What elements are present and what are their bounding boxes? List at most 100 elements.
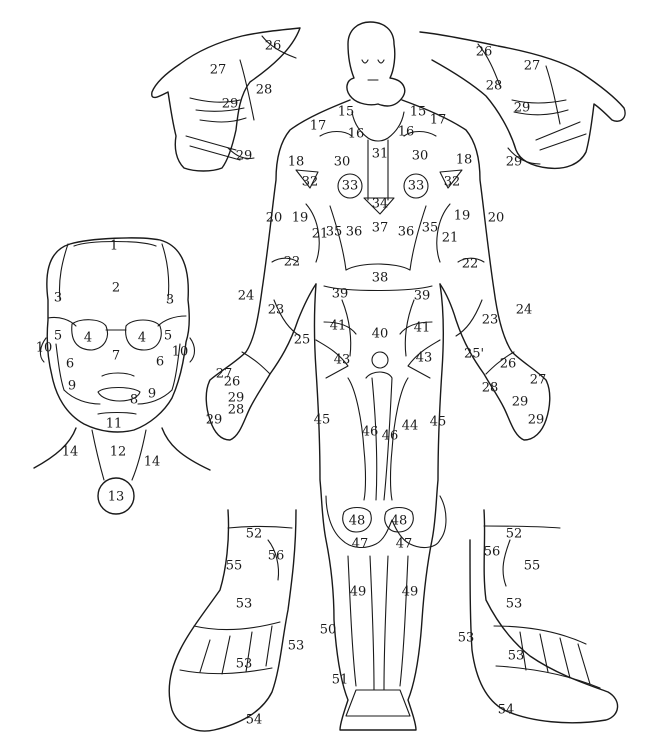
label-36-right: 36: [398, 225, 415, 240]
label-upper-hand-r-28: 28: [486, 79, 503, 94]
label-3-left: 3: [54, 291, 62, 306]
label-53-right-side: 53: [458, 631, 475, 646]
label-54-right: 54: [498, 703, 515, 718]
label-53-left-side: 53: [288, 639, 305, 654]
label-4-right: 4: [138, 331, 146, 346]
label-45-right: 45: [430, 415, 447, 430]
label-upper-hand-l-29: 29: [222, 97, 239, 112]
label-29-right: 29: [512, 395, 529, 410]
label-33-right: 33: [408, 179, 425, 194]
label-37: 37: [372, 221, 389, 236]
label-30-right: 30: [412, 149, 429, 164]
label-24-left: 24: [238, 289, 255, 304]
label-56-right: 56: [484, 545, 501, 560]
label-47-left: 47: [352, 537, 369, 552]
label-47-right: 47: [396, 537, 413, 552]
label-12: 12: [110, 445, 127, 460]
label-36-left: 36: [346, 225, 363, 240]
label-35-right: 35: [422, 221, 439, 236]
label-48-left: 48: [349, 514, 366, 529]
label-52-right: 52: [506, 527, 523, 542]
label-41-right: 41: [414, 321, 431, 336]
label-26-right: 26: [500, 357, 517, 372]
label-53-right-top: 53: [506, 597, 523, 612]
label-10-right: 10: [172, 345, 189, 360]
label-49-left: 49: [350, 585, 367, 600]
label-8: 8: [130, 393, 138, 408]
body-figure: [206, 22, 550, 730]
label-4-left: 4: [84, 331, 92, 346]
label-33-left: 33: [342, 179, 359, 194]
label-24-right: 24: [516, 303, 533, 318]
label-56-left: 56: [268, 549, 285, 564]
label-55-right: 55: [524, 559, 541, 574]
region-labels: 26 27 28 29 29 26 27 28 29 29 1 2 3 3 4 …: [36, 39, 547, 728]
label-52-left: 52: [246, 527, 263, 542]
label-34: 34: [372, 197, 389, 212]
label-31: 31: [372, 147, 389, 162]
label-45-left: 45: [314, 413, 331, 428]
label-7: 7: [112, 349, 120, 364]
label-53-left-top: 53: [236, 597, 253, 612]
label-39-left: 39: [332, 287, 349, 302]
label-27-left: 27: [216, 367, 233, 382]
label-22-right: 22: [462, 257, 479, 272]
label-29-fingers-left: 29: [206, 413, 223, 428]
label-53-right-mid: 53: [508, 649, 525, 664]
label-40: 40: [372, 327, 389, 342]
label-16-right: 16: [398, 125, 415, 140]
label-13: 13: [108, 490, 125, 505]
label-32-right: 32: [444, 175, 461, 190]
label-21-right: 21: [442, 231, 459, 246]
label-38: 38: [372, 271, 389, 286]
label-46-right: 46: [382, 429, 399, 444]
label-upper-hand-r-27: 27: [524, 59, 541, 74]
label-9-left: 9: [68, 379, 76, 394]
label-18-right: 18: [456, 153, 473, 168]
label-20-left: 20: [266, 211, 283, 226]
label-upper-hand-l-27: 27: [210, 63, 227, 78]
label-28-left: 28: [228, 403, 245, 418]
face-diagram: [34, 238, 210, 514]
label-5-right: 5: [164, 329, 172, 344]
label-41-left: 41: [330, 319, 347, 334]
label-19-left: 19: [292, 211, 309, 226]
label-10-left: 10: [36, 341, 53, 356]
label-5-left: 5: [54, 329, 62, 344]
label-19-right: 19: [454, 209, 471, 224]
label-16-left: 16: [348, 127, 365, 142]
label-6-right: 6: [156, 355, 164, 370]
label-11: 11: [106, 417, 123, 432]
label-upper-hand-r-29: 29: [514, 101, 531, 116]
label-55-left: 55: [226, 559, 243, 574]
label-15-left: 15: [338, 105, 355, 120]
label-18-left: 18: [288, 155, 305, 170]
label-15-right: 15: [410, 105, 427, 120]
label-upper-hand-l-28: 28: [256, 83, 273, 98]
label-35-left: 35: [326, 225, 343, 240]
label-28-right: 28: [482, 381, 499, 396]
label-46-left: 46: [362, 425, 379, 440]
label-43-right: 43: [416, 351, 433, 366]
label-25-left: 25: [294, 333, 311, 348]
label-43-left: 43: [334, 353, 351, 368]
label-upper-hand-r-29b: 29: [506, 155, 523, 170]
label-17-right: 17: [430, 113, 447, 128]
label-29-fingers-right: 29: [528, 413, 545, 428]
feet-diagrams: [169, 510, 617, 731]
label-14-right: 14: [144, 455, 161, 470]
label-14-left: 14: [62, 445, 79, 460]
label-50: 50: [320, 623, 337, 638]
label-3-right: 3: [166, 293, 174, 308]
label-upper-hand-l-29b: 29: [236, 149, 253, 164]
label-53-left-mid: 53: [236, 657, 253, 672]
label-27-right: 27: [530, 373, 547, 388]
label-20-right: 20: [488, 211, 505, 226]
label-23-left: 23: [268, 303, 285, 318]
label-54-left: 54: [246, 713, 263, 728]
label-25-right: 25': [464, 347, 484, 362]
label-51: 51: [332, 673, 349, 688]
label-48-right: 48: [391, 514, 408, 529]
